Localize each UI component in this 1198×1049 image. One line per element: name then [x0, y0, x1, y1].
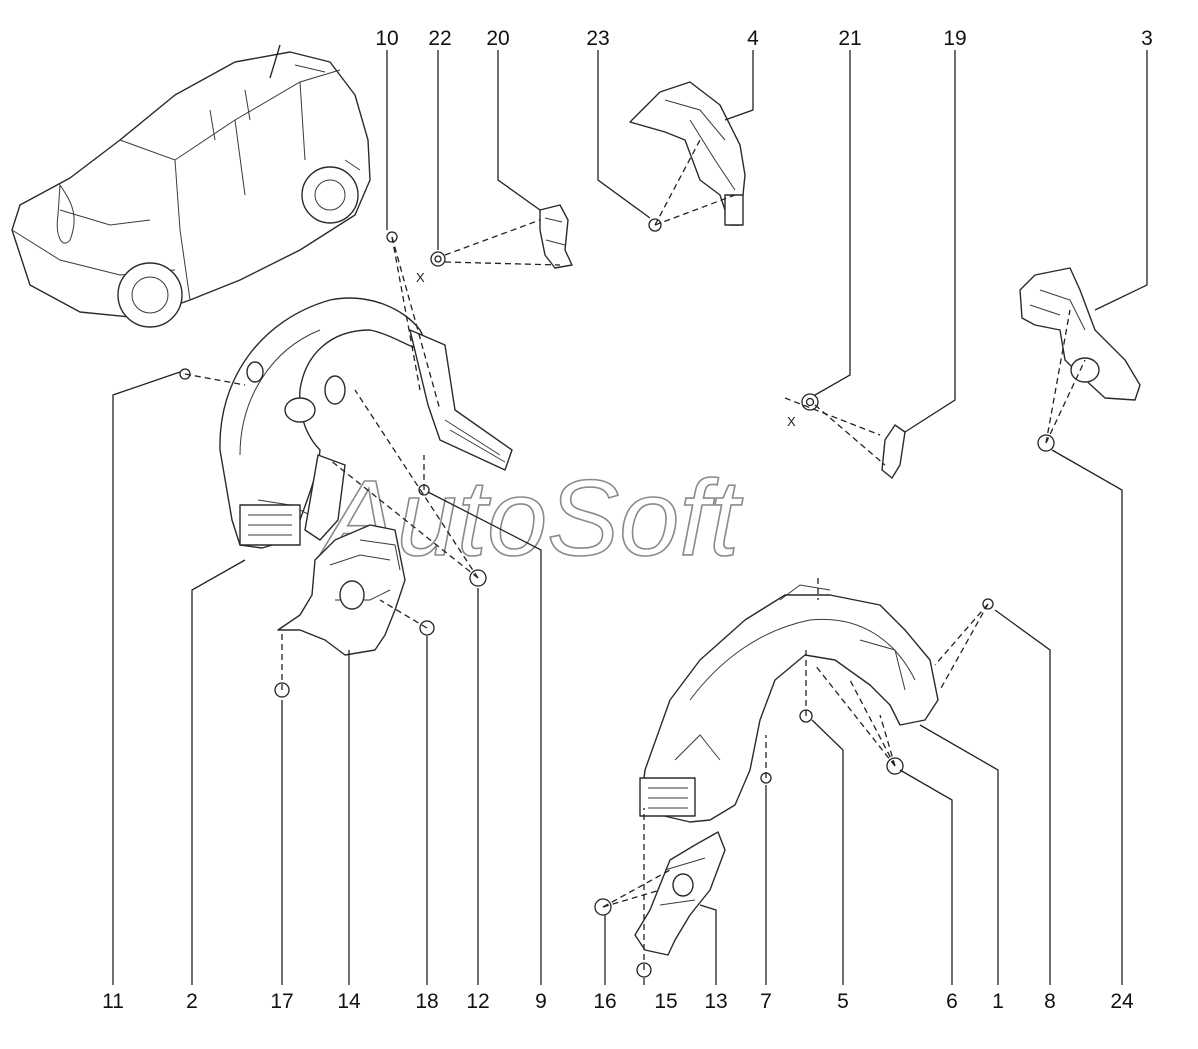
- car-illustration: [11, 44, 371, 328]
- callout-22: 22: [428, 27, 451, 50]
- leader-lines: [112, 50, 1148, 985]
- callout-20: 20: [486, 27, 509, 50]
- callout-numbers-bottom: 11 2 17 14 18 12 9 16 15 13 7 5 6 1 8 24: [102, 990, 1134, 1013]
- front-fender-liner-left: [219, 297, 513, 549]
- x-marker-right: X: [787, 414, 796, 429]
- callout-21: 21: [838, 27, 861, 50]
- callout-numbers-top: 10 22 20 23 4 21 19 3: [375, 27, 1153, 50]
- mounting-bracket: [539, 204, 573, 269]
- callout-6: 6: [946, 990, 958, 1013]
- callout-19: 19: [943, 27, 966, 50]
- callout-13: 13: [704, 990, 727, 1013]
- callout-12: 12: [466, 990, 489, 1013]
- callout-3: 3: [1141, 27, 1153, 50]
- callout-15: 15: [654, 990, 677, 1013]
- callout-16: 16: [593, 990, 616, 1013]
- inner-panel-bracket: [629, 81, 746, 226]
- x-marker-left: X: [416, 270, 425, 285]
- callout-14: 14: [337, 990, 361, 1013]
- callout-24: 24: [1110, 990, 1134, 1013]
- small-clip-bracket: [881, 424, 906, 479]
- callout-1: 1: [992, 990, 1004, 1013]
- front-fender-liner-right: [639, 584, 939, 823]
- fasteners: [179, 218, 1055, 978]
- callout-9: 9: [535, 990, 547, 1013]
- callout-8: 8: [1044, 990, 1056, 1013]
- callout-11: 11: [102, 990, 124, 1013]
- assembly-lines: [184, 139, 1086, 970]
- callout-10: 10: [375, 27, 398, 50]
- callout-2: 2: [186, 990, 198, 1013]
- callout-5: 5: [837, 990, 849, 1013]
- callout-23: 23: [586, 27, 609, 50]
- front-splash-shield-right: [634, 831, 726, 956]
- callout-4: 4: [747, 27, 759, 50]
- rear-splash-shield-right: [1019, 267, 1141, 401]
- callout-7: 7: [760, 990, 772, 1013]
- front-splash-shield-left: [277, 524, 406, 656]
- callout-18: 18: [415, 990, 438, 1013]
- callout-17: 17: [270, 990, 293, 1013]
